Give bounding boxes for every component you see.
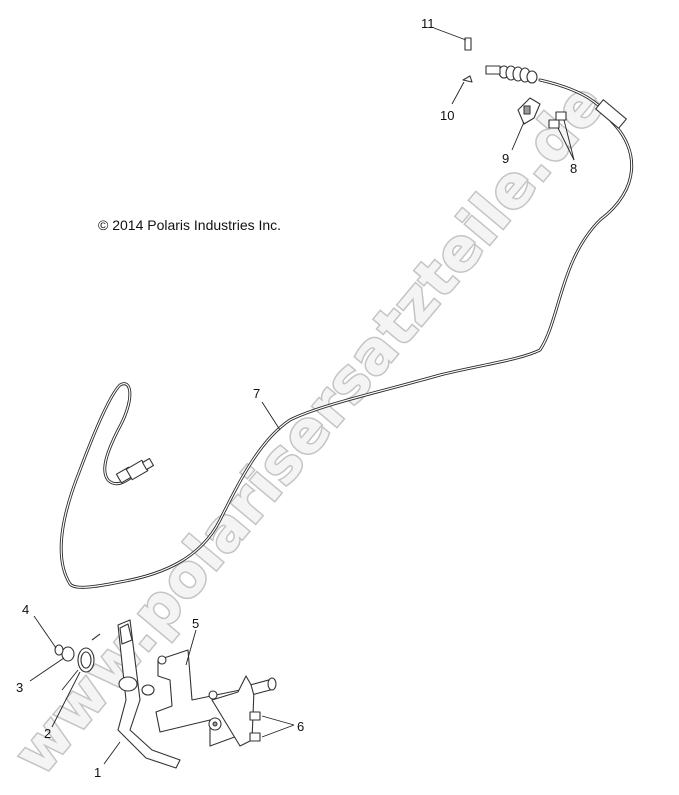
washer: [61, 646, 75, 662]
callout-1: 1: [94, 765, 101, 780]
callout-8: 8: [570, 161, 577, 176]
return-spring: [61, 633, 101, 691]
copyright-text: © 2014 Polaris Industries Inc.: [98, 217, 281, 233]
cable-assembly: [59, 65, 634, 589]
spring-boot: [485, 65, 538, 84]
pedal-assembly: [117, 619, 277, 769]
clip: [462, 75, 473, 83]
cable-sleeve: [595, 99, 627, 129]
leader-lines: [29, 27, 575, 765]
callout-9: 9: [502, 151, 509, 166]
callout-11: 11: [421, 16, 435, 31]
bracket-fasteners: [548, 111, 567, 129]
callout-7: 7: [253, 386, 260, 401]
callout-2: 2: [44, 726, 51, 741]
callout-3: 3: [16, 680, 23, 695]
retaining-clip: [54, 644, 64, 656]
callout-6: 6: [297, 719, 304, 734]
cable-bracket: [517, 97, 541, 125]
watermark: www.polarisersatzteile.de: [1, 69, 618, 787]
callout-5: 5: [192, 616, 199, 631]
cable-end-fitting: [115, 457, 155, 484]
callout-10: 10: [440, 108, 454, 123]
callout-4: 4: [22, 602, 29, 617]
pin: [464, 37, 472, 51]
